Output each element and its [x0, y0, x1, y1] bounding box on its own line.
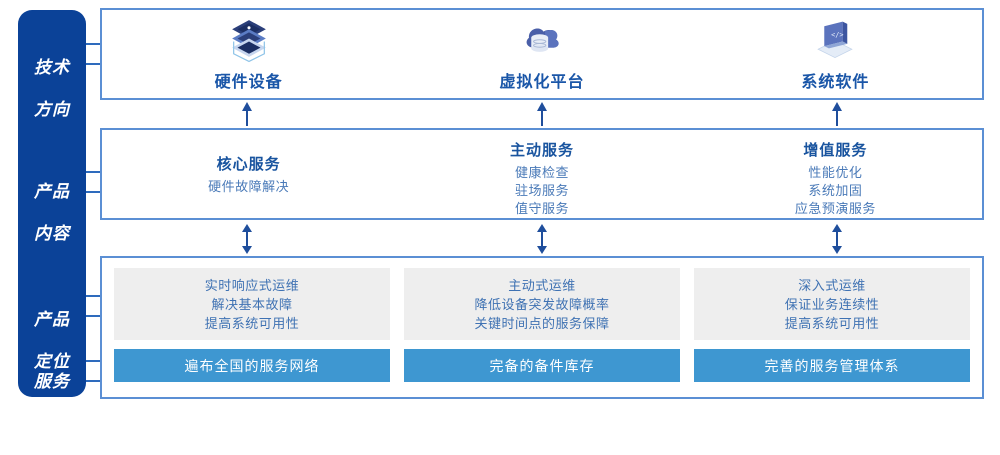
- tech-label: 系统软件: [801, 73, 870, 91]
- content-line: 驻场服务: [514, 183, 569, 198]
- positioning-line: 关键时间点的服务保障: [474, 315, 610, 331]
- bottom-column-1: 实时响应式运维 解决基本故障 提高系统可用性 遍布全国的服务网络: [114, 268, 390, 387]
- connector-tech-bottom: [86, 63, 102, 65]
- content-line: 硬件故障解决: [208, 178, 290, 194]
- content-line: 值守服务: [514, 201, 569, 216]
- connector-position-bottom: [86, 315, 102, 317]
- arrow-up-hardware: [240, 102, 254, 131]
- advantage-bar-1[interactable]: 遍布全国的服务网络: [114, 349, 390, 382]
- positioning-line: 解决基本故障: [211, 296, 293, 312]
- sidebar-label-line2: 方向: [34, 100, 70, 119]
- sidebar-label-line1: 产品: [34, 182, 70, 201]
- content-title: 增值服务: [803, 142, 868, 159]
- content-line: 应急预演服务: [794, 201, 876, 216]
- content-item-core-service[interactable]: 核心服务 硬件故障解决: [102, 130, 395, 218]
- panel-product-content: 核心服务 硬件故障解决 主动服务 健康检查 驻场服务 值守服务 增值服务 性能优…: [100, 128, 984, 220]
- positioning-line: 保证业务连续性: [784, 296, 880, 312]
- content-title: 核心服务: [216, 155, 281, 173]
- sidebar-item-tech-direction[interactable]: 技术 方向: [18, 36, 86, 141]
- connector-position-top: [86, 295, 102, 297]
- connector-content-bottom: [86, 191, 102, 193]
- laptop-code-icon: </>: [817, 21, 854, 58]
- sidebar: 技术 方向 产品 内容 产品 定位 服务 优势: [18, 10, 86, 433]
- panel-tech-direction: 硬件设备 虚拟化平台: [100, 8, 984, 100]
- positioning-box-3[interactable]: 深入式运维 保证业务连续性 提高系统可用性: [694, 268, 970, 340]
- connector-content-top: [86, 171, 102, 173]
- positioning-line: 提高系统可用性: [204, 315, 300, 331]
- content-title: 主动服务: [509, 142, 574, 159]
- content-line: 系统加固: [808, 183, 863, 198]
- positioning-line: 深入式运维: [798, 277, 866, 293]
- bottom-column-2: 主动式运维 降低设备突发故障概率 关键时间点的服务保障 完备的备件库存: [404, 268, 680, 387]
- sidebar-label-line2: 定位: [34, 352, 70, 371]
- diagram-canvas: 技术 方向 产品 内容 产品 定位 服务 优势: [18, 8, 984, 433]
- panel-positioning-advantages: 实时响应式运维 解决基本故障 提高系统可用性 遍布全国的服务网络 主动式运维 降…: [100, 256, 984, 399]
- positioning-box-2[interactable]: 主动式运维 降低设备突发故障概率 关键时间点的服务保障: [404, 268, 680, 340]
- advantage-bar-2[interactable]: 完备的备件库存: [404, 349, 680, 382]
- sidebar-label-line2: 优势: [34, 414, 70, 433]
- arrow-bidirectional-proactive: [535, 224, 549, 259]
- tech-item-virtualization[interactable]: 虚拟化平台: [395, 10, 688, 98]
- sidebar-label-line2: 内容: [34, 224, 70, 243]
- cloud-database-icon: [526, 28, 559, 52]
- positioning-box-1[interactable]: 实时响应式运维 解决基本故障 提高系统可用性: [114, 268, 390, 340]
- content-line: 健康检查: [514, 165, 569, 180]
- sidebar-label-line1: 产品: [34, 310, 70, 329]
- content-line: 性能优化: [808, 165, 863, 180]
- connector-advantage-bottom: [86, 380, 102, 382]
- connector-advantage-top: [86, 360, 102, 362]
- advantage-bar-3[interactable]: 完善的服务管理体系: [694, 349, 970, 382]
- sidebar-item-product-position[interactable]: 产品 定位: [18, 288, 86, 393]
- sidebar-item-product-content[interactable]: 产品 内容: [18, 160, 86, 265]
- bottom-column-3: 深入式运维 保证业务连续性 提高系统可用性 完善的服务管理体系: [694, 268, 970, 387]
- arrow-up-virtualization: [535, 102, 549, 131]
- sidebar-label-line1: 服务: [34, 372, 70, 391]
- positioning-line: 主动式运维: [508, 277, 576, 293]
- connector-tech-top: [86, 43, 102, 45]
- tech-item-system-software[interactable]: </> 系统软件: [689, 10, 982, 98]
- positioning-line: 实时响应式运维: [204, 277, 300, 293]
- sidebar-label-line1: 技术: [34, 58, 70, 77]
- tech-label: 硬件设备: [214, 73, 283, 91]
- arrow-up-system-software: [830, 102, 844, 131]
- tech-label: 虚拟化平台: [499, 73, 585, 91]
- positioning-line: 降低设备突发故障概率: [474, 296, 610, 312]
- svg-text:</>: </>: [831, 30, 843, 38]
- arrow-bidirectional-value-added: [830, 224, 844, 259]
- tech-item-hardware[interactable]: 硬件设备: [102, 10, 395, 98]
- content-item-proactive-service[interactable]: 主动服务 健康检查 驻场服务 值守服务: [395, 130, 688, 218]
- positioning-line: 提高系统可用性: [784, 315, 880, 331]
- server-stack-icon: [231, 19, 266, 62]
- arrow-bidirectional-core: [240, 224, 254, 259]
- sidebar-item-service-advantage[interactable]: 服务 优势: [18, 350, 86, 455]
- content-item-value-added-service[interactable]: 增值服务 性能优化 系统加固 应急预演服务: [689, 130, 982, 218]
